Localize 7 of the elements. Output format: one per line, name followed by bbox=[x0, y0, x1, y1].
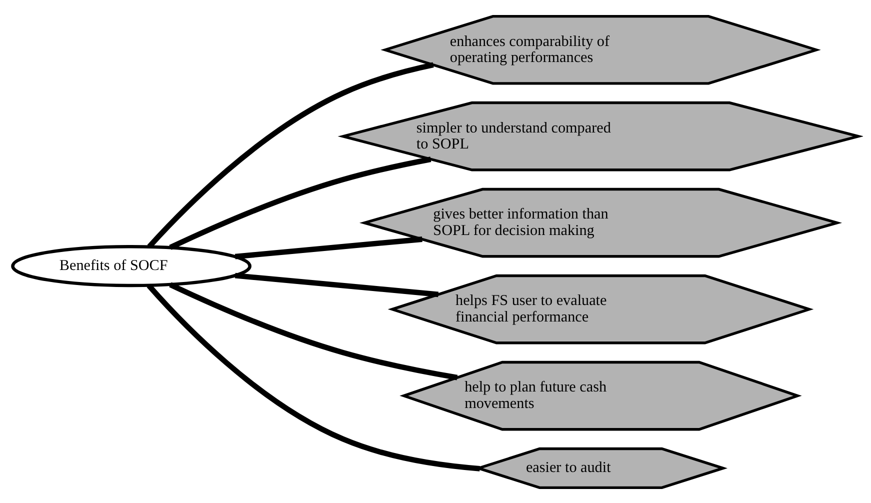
connector bbox=[234, 272, 439, 297]
connector bbox=[146, 283, 480, 471]
node-ellipse: Benefits of SOCF bbox=[11, 244, 252, 287]
connector bbox=[234, 236, 422, 259]
connector bbox=[169, 282, 458, 380]
connector bbox=[169, 156, 432, 250]
connector bbox=[147, 62, 434, 248]
